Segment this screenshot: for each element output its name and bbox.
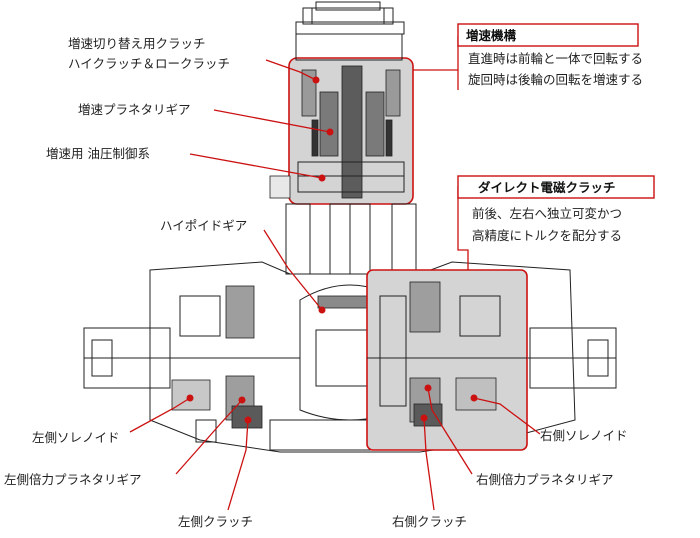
propeller-shaft <box>285 203 417 275</box>
callout-speedup-title: 増速機構 <box>466 28 517 43</box>
callout-direct-line2: 高精度にトルクを配分する <box>472 228 622 243</box>
part-labels: 増速切り替え用クラッチ ハイクラッチ＆ロークラッチ 増速プラネタリギア 増速用 … <box>4 36 628 529</box>
rear-differential-housing <box>83 261 617 453</box>
label-shift-clutch-line1: 増速切り替え用クラッチ <box>68 36 206 51</box>
label-right-planetary: 右側倍力プラネタリギア <box>476 472 614 487</box>
mechanism-drawing <box>83 1 617 453</box>
direct-clutch-housing <box>366 269 528 451</box>
label-left-planetary: 左側倍力プラネタリギア <box>4 472 142 487</box>
label-planetary: 増速プラネタリギア <box>78 102 191 117</box>
callout-speedup-line2: 旋回時は後輪の回転を増速する <box>468 72 643 87</box>
callout-speedup-title-box <box>457 23 639 47</box>
callout-direct-line1: 前後、左右へ独立可変かつ <box>472 206 622 221</box>
label-left-solenoid: 左側ソレノイド <box>32 430 120 445</box>
input-shaft <box>295 1 405 35</box>
speedup-housing <box>269 33 414 205</box>
label-hydraulic: 増速用 油圧制御系 <box>46 146 150 161</box>
label-shift-clutch-line2: ハイクラッチ＆ロークラッチ <box>68 56 230 71</box>
callout-speedup: 増速機構 直進時は前輪と一体で回転する 旋回時は後輪の回転を増速する <box>457 23 643 87</box>
label-hypoid: ハイポイドギア <box>160 218 247 233</box>
callout-direct-title-box <box>457 175 655 199</box>
callout-direct-clutch: ダイレクト電磁クラッチ 前後、左右へ独立可変かつ 高精度にトルクを配分する <box>457 175 655 243</box>
label-right-clutch: 右側クラッチ <box>392 514 467 529</box>
label-left-clutch: 左側クラッチ <box>178 514 253 529</box>
label-right-solenoid: 右側ソレノイド <box>540 428 628 443</box>
leader-lines <box>129 36 541 511</box>
callout-direct-title: ダイレクト電磁クラッチ <box>478 180 616 195</box>
callout-speedup-line1: 直進時は前輪と一体で回転する <box>468 51 643 66</box>
